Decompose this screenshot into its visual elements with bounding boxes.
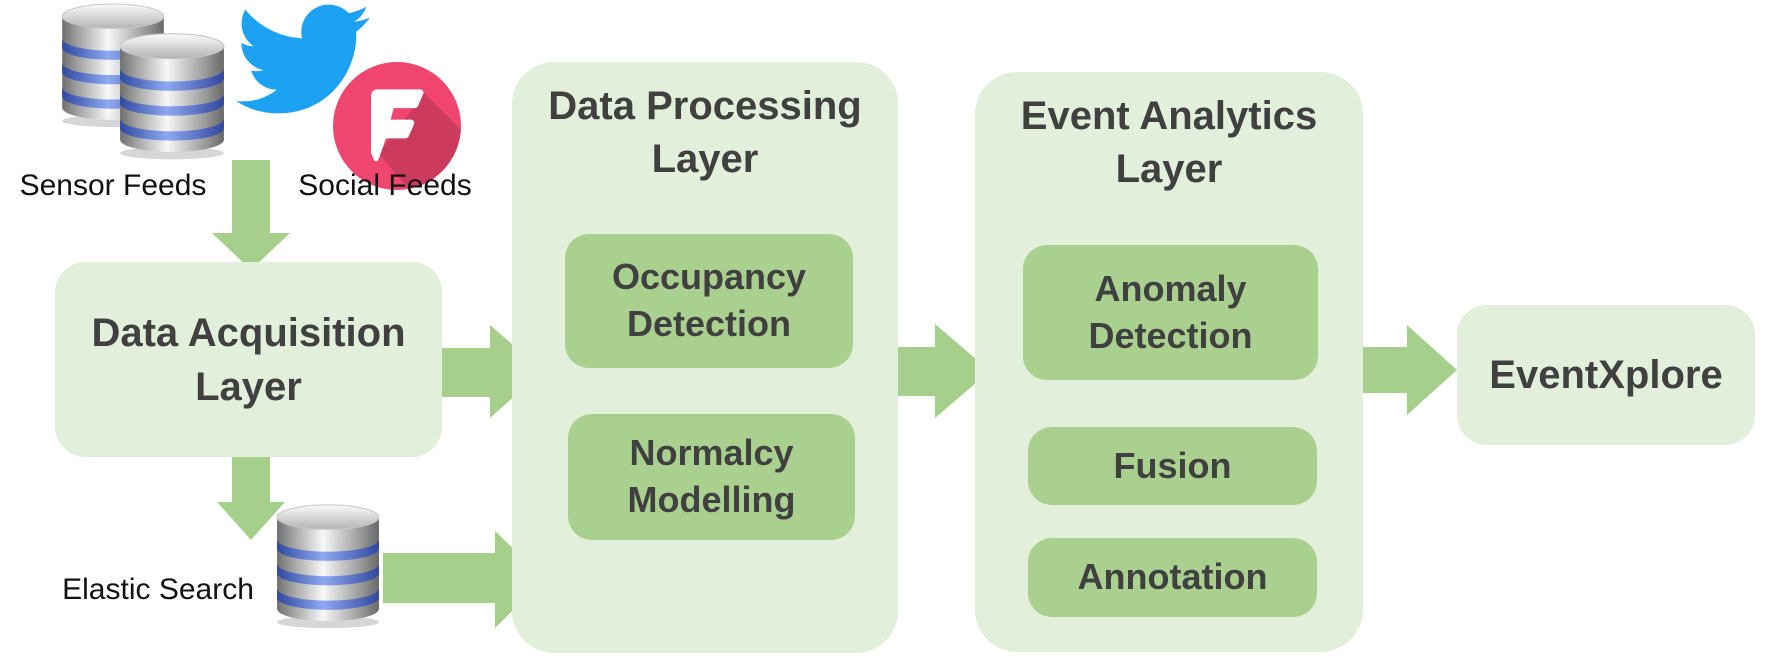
module-label: Normalcy [629, 432, 794, 474]
event-analytics-layer-panel: Event Analytics Layer Anomaly Detection … [975, 72, 1363, 652]
data-processing-title-line1: Data Processing [548, 84, 862, 128]
arrow-analytics-to-eventxplore [1360, 325, 1457, 415]
database-icon [275, 500, 381, 632]
data-acquisition-layer-box: Data Acquisition Layer [55, 262, 442, 457]
arrow-feeds-to-acquisition [212, 160, 290, 270]
data-processing-layer-title: Data Processing Layer [512, 80, 898, 186]
twitter-bird-icon [236, 4, 370, 114]
eventxplore-label: EventXplore [1489, 353, 1723, 397]
module-label: Annotation [1077, 556, 1268, 598]
data-processing-layer-panel: Data Processing Layer Occupancy Detectio… [512, 62, 898, 653]
module-label: Detection [1088, 314, 1253, 356]
arrow-processing-to-analytics [893, 324, 990, 418]
eventxplore-box: EventXplore [1457, 305, 1755, 445]
foursquare-icon [333, 62, 461, 190]
arrow-elastic-to-processing [383, 531, 545, 628]
data-processing-title-line2: Layer [651, 136, 759, 181]
annotation-module: Annotation [1028, 538, 1317, 617]
data-acquisition-title-line1: Data Acquisition [91, 310, 406, 355]
module-label: Modelling [627, 479, 796, 520]
module-label: Fusion [1113, 444, 1232, 486]
event-analytics-title-line1: Event Analytics [1020, 94, 1318, 138]
sensor-feeds-label: Sensor Feeds [19, 169, 207, 202]
event-analytics-layer-title: Event Analytics Layer [975, 90, 1363, 196]
arrow-acquisition-to-elastic [217, 457, 285, 540]
data-acquisition-title-line2: Layer [195, 364, 302, 409]
module-label: Anomaly [1094, 267, 1247, 309]
fusion-module: Fusion [1028, 427, 1317, 505]
module-label: Detection [626, 303, 792, 344]
elastic-search-label: Elastic Search [62, 573, 254, 606]
module-label: Occupancy [611, 256, 807, 298]
event-analytics-title-line2: Layer [1115, 146, 1223, 191]
database-stack-icon [118, 30, 226, 162]
occupancy-detection-module: Occupancy Detection [565, 234, 853, 368]
normalcy-modelling-module: Normalcy Modelling [568, 414, 855, 540]
social-feeds-label: Social Feeds [298, 169, 472, 202]
anomaly-detection-module: Anomaly Detection [1023, 245, 1318, 380]
